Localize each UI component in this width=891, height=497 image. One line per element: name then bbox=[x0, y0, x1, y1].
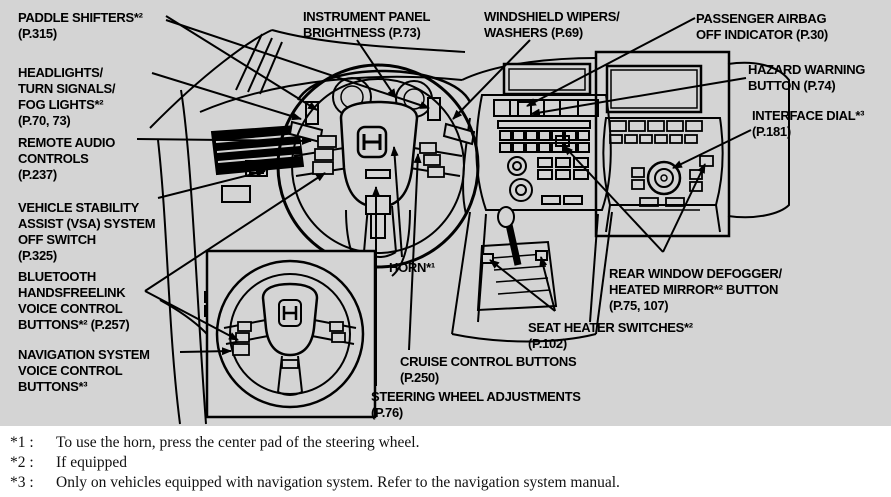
dashboard-diagram: PADDLE SHIFTERS*² (P.315) HEADLIGHTS/ TU… bbox=[0, 0, 891, 426]
callout-paddle-shifters: PADDLE SHIFTERS*² (P.315) bbox=[18, 10, 143, 42]
callout-headlights: HEADLIGHTS/ TURN SIGNALS/ FOG LIGHTS*² (… bbox=[18, 65, 116, 129]
callout-text: INTERFACE DIAL*³ bbox=[752, 108, 865, 123]
callout-text: TURN SIGNALS/ bbox=[18, 81, 116, 96]
nav-voice-buttons-inset bbox=[232, 343, 250, 356]
remote-audio-buttons bbox=[314, 135, 337, 161]
callout-hazard: HAZARD WARNING BUTTON (P.74) bbox=[748, 62, 865, 94]
paddle-shifter-right bbox=[427, 97, 441, 121]
defogger-button-nav bbox=[699, 155, 714, 167]
footnote-1: *1 : To use the horn, press the center pa… bbox=[10, 434, 419, 452]
callout-text: REMOTE AUDIO bbox=[18, 135, 116, 150]
callout-text: FOG LIGHTS*² bbox=[18, 97, 104, 112]
callout-text: BLUETOOTH bbox=[18, 269, 96, 284]
bluetooth-buttons-inset bbox=[237, 321, 252, 332]
callout-text: SEAT HEATER SWITCHES*² bbox=[528, 320, 693, 335]
callout-text: VEHICLE STABILITY bbox=[18, 200, 140, 215]
callout-nav-voice: NAVIGATION SYSTEM VOICE CONTROL BUTTONS*… bbox=[18, 347, 150, 395]
callout-text: OFF INDICATOR (P.30) bbox=[696, 27, 828, 42]
bluetooth-buttons bbox=[312, 161, 334, 175]
callout-vsa: VEHICLE STABILITY ASSIST (VSA) SYSTEM OF… bbox=[18, 200, 156, 264]
callout-bluetooth: BLUETOOTH HANDSFREELINK VOICE CONTROL BU… bbox=[18, 269, 130, 333]
callout-defogger: REAR WINDOW DEFOGGER/ HEATED MIRROR*² BU… bbox=[609, 266, 782, 314]
callout-text: PADDLE SHIFTERS*² bbox=[18, 10, 143, 25]
callout-steering-adjustments: STEERING WHEEL ADJUSTMENTS (P.76) bbox=[371, 389, 581, 421]
honda-logo-icon bbox=[356, 125, 388, 159]
center-stack bbox=[475, 62, 612, 211]
callout-text: HANDSFREELINK bbox=[18, 285, 126, 300]
callout-text: WINDSHIELD WIPERS/ bbox=[484, 9, 620, 24]
callout-interface-dial: INTERFACE DIAL*³ (P.181) bbox=[752, 108, 865, 140]
callout-text: STEERING WHEEL ADJUSTMENTS bbox=[371, 389, 581, 404]
footnote-text: If equipped bbox=[56, 454, 128, 471]
callout-horn: HORN*¹ bbox=[389, 260, 435, 276]
callout-text: HEADLIGHTS/ bbox=[18, 65, 103, 80]
steering-wheel bbox=[276, 63, 480, 277]
seat-heater-switch-left bbox=[481, 253, 494, 264]
callout-wipers: WINDSHIELD WIPERS/ WASHERS (P.69) bbox=[484, 9, 620, 41]
honda-logo-inset-icon bbox=[278, 299, 302, 327]
cruise-buttons bbox=[419, 142, 445, 178]
callout-text: (P.75, 107) bbox=[609, 298, 669, 313]
volume-knob bbox=[509, 178, 533, 202]
callout-text: (P.315) bbox=[18, 26, 57, 41]
callout-text: (P.76) bbox=[371, 405, 403, 420]
shift-lever bbox=[504, 219, 522, 266]
inset-box-right bbox=[594, 50, 731, 238]
interface-dial bbox=[646, 160, 682, 196]
callout-text: BUTTON (P.74) bbox=[748, 78, 836, 93]
audio-knob bbox=[507, 156, 527, 176]
callout-text: BUTTONS*² (P.257) bbox=[18, 317, 130, 332]
footnote-marker: *3 : bbox=[10, 474, 34, 491]
callout-text: HORN*¹ bbox=[389, 260, 435, 275]
audio-buttons bbox=[499, 130, 590, 153]
callout-text: CONTROLS bbox=[18, 151, 89, 166]
callout-lines bbox=[136, 15, 752, 386]
callout-text: HEATED MIRROR*² BUTTON bbox=[609, 282, 779, 297]
footnote-marker: *1 : bbox=[10, 434, 34, 451]
callout-text: HAZARD WARNING bbox=[748, 62, 866, 77]
callout-text: OFF SWITCH bbox=[18, 232, 96, 247]
footnote-marker: *2 : bbox=[10, 454, 34, 471]
callout-text: INSTRUMENT PANEL bbox=[303, 9, 431, 24]
callout-text: VOICE CONTROL bbox=[18, 363, 123, 378]
callout-text: BUTTONS*³ bbox=[18, 379, 88, 394]
navigation-stack-inset bbox=[594, 50, 731, 238]
callout-text: REAR WINDOW DEFOGGER/ bbox=[609, 266, 782, 281]
callout-text: CRUISE CONTROL BUTTONS bbox=[400, 354, 577, 369]
instrument-cluster-hood bbox=[296, 69, 472, 103]
callout-text: (P.70, 73) bbox=[18, 113, 71, 128]
footnote-text: To use the horn, press the center pad of… bbox=[56, 434, 420, 451]
callout-text: BRIGHTNESS (P.73) bbox=[303, 25, 421, 40]
callout-text: (P.250) bbox=[400, 370, 439, 385]
callout-text: (P.325) bbox=[18, 248, 57, 263]
callout-seat-heater: SEAT HEATER SWITCHES*² (P.102) bbox=[528, 320, 693, 352]
steering-wheel-inset bbox=[205, 249, 377, 419]
callout-text: PASSENGER AIRBAG bbox=[696, 11, 827, 26]
callout-text: (P.102) bbox=[528, 336, 567, 351]
callout-cruise: CRUISE CONTROL BUTTONS (P.250) bbox=[400, 354, 577, 386]
callout-passenger-airbag: PASSENGER AIRBAG OFF INDICATOR (P.30) bbox=[696, 11, 828, 43]
callout-text: WASHERS (P.69) bbox=[484, 25, 583, 40]
callout-text: (P.237) bbox=[18, 167, 57, 182]
callout-text: (P.181) bbox=[752, 124, 791, 139]
footnote-text: Only on vehicles equipped with navigatio… bbox=[56, 474, 620, 491]
defogger-button bbox=[555, 135, 570, 147]
footnotes-section: *1 : To use the horn, press the center pa… bbox=[0, 426, 891, 497]
callout-brightness: INSTRUMENT PANEL BRIGHTNESS (P.73) bbox=[303, 9, 430, 41]
callout-text: VOICE CONTROL bbox=[18, 301, 123, 316]
navigation-screen bbox=[605, 64, 703, 114]
callout-text: NAVIGATION SYSTEM bbox=[18, 347, 150, 362]
footnote-3: *3 : Only on vehicles equipped with navig… bbox=[10, 474, 620, 492]
callout-remote-audio: REMOTE AUDIO CONTROLS (P.237) bbox=[18, 135, 115, 183]
callout-text: ASSIST (VSA) SYSTEM bbox=[18, 216, 156, 231]
dashboard-illustration bbox=[136, 15, 790, 425]
gear-shifter-console bbox=[451, 206, 613, 343]
steering-column bbox=[365, 195, 391, 215]
footnote-2: *2 : If equipped bbox=[10, 454, 127, 472]
